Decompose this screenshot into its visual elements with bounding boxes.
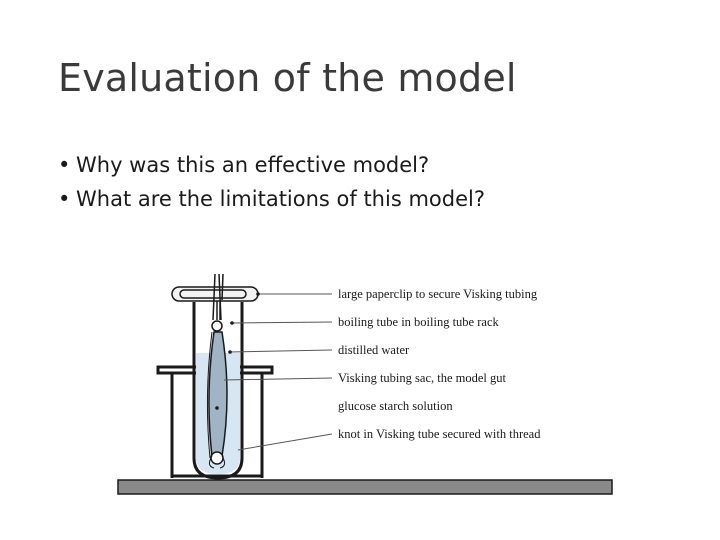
bench: [117, 479, 613, 495]
bullet-item-effective: •Why was this an effective model?: [58, 148, 485, 182]
label-visking-sac: Visking tubing sac, the model gut: [338, 371, 507, 385]
bullet-text: What are the limitations of this model?: [76, 187, 485, 211]
leader-dots: [215, 292, 260, 410]
label-distilled-water: distilled water: [338, 343, 410, 357]
bullet-item-limitations: •What are the limitations of this model?: [58, 182, 485, 216]
bullet-dot: •: [58, 187, 71, 211]
visking-sac: [206, 300, 228, 469]
label-glucose-starch: glucose starch solution: [338, 399, 453, 413]
bullet-list: •Why was this an effective model? •What …: [58, 148, 485, 216]
bullet-dot: •: [58, 153, 71, 177]
label-boiling-tube: boiling tube in boiling tube rack: [338, 315, 499, 329]
label-paperclip: large paperclip to secure Visking tubing: [338, 287, 538, 301]
bullet-text: Why was this an effective model?: [76, 153, 430, 177]
slide-title: Evaluation of the model: [58, 56, 517, 100]
paperclip: [171, 273, 259, 321]
label-knot: knot in Visking tube secured with thread: [338, 427, 541, 441]
leader-lines: [223, 293, 333, 451]
